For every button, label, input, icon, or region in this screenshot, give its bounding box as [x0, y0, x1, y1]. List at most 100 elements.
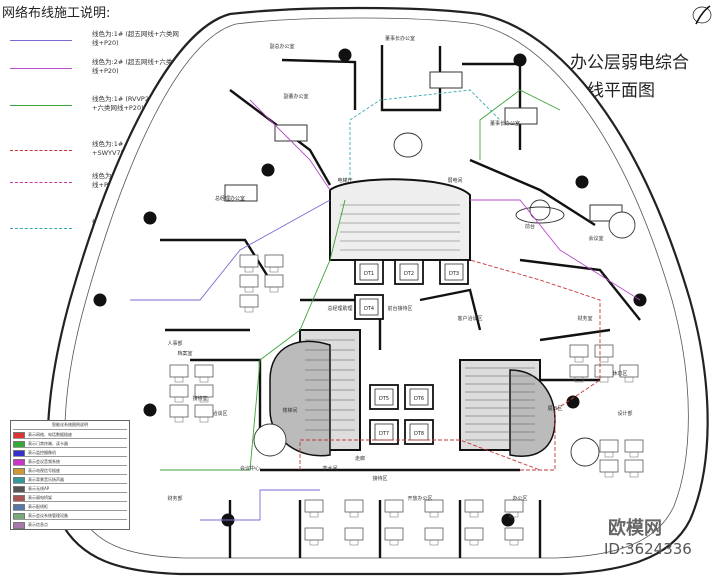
- desk: [239, 274, 259, 288]
- executive-desk: [504, 107, 538, 125]
- desk: [239, 294, 259, 308]
- room-label: 接待室: [192, 395, 207, 402]
- executive-desk: [429, 71, 463, 89]
- desk: [304, 499, 324, 513]
- note-text: 表示弱电桥架: [28, 495, 52, 500]
- desk: [504, 527, 524, 541]
- executive-desk: [224, 184, 258, 202]
- company-logo-icon: [692, 5, 712, 25]
- note-swatch: [13, 521, 25, 529]
- desk: [594, 364, 614, 378]
- chair: [199, 396, 209, 403]
- chair: [604, 451, 614, 458]
- chair: [469, 539, 479, 546]
- room-label: 休息区: [612, 370, 627, 377]
- chair: [599, 376, 609, 383]
- elevator-label: DT1: [364, 271, 374, 277]
- chair: [574, 376, 584, 383]
- desk: [599, 439, 619, 453]
- elevator-car: [359, 298, 379, 316]
- drawing-title-line1: 办公层弱电综合: [570, 53, 689, 73]
- core-upper: [329, 178, 471, 261]
- elevator-car: [409, 423, 429, 441]
- wiring-run: [200, 489, 320, 521]
- note-box-title: 智能化系统图例说明: [52, 422, 88, 427]
- desk: [169, 404, 189, 418]
- desk: [464, 527, 484, 541]
- interior-wall: [519, 258, 641, 321]
- legend-line-swatch: [10, 228, 72, 229]
- round-table: [529, 199, 551, 221]
- chair: [269, 286, 279, 293]
- chair: [309, 539, 319, 546]
- room-label: 前台接待区: [387, 305, 412, 312]
- note-text: 表示会议音频系统: [28, 459, 60, 464]
- chair: [509, 539, 519, 546]
- room-label: 总经理办公室: [215, 195, 245, 202]
- chair: [429, 511, 439, 518]
- interior-wall: [229, 89, 332, 186]
- interior-wall: [469, 158, 596, 227]
- desk: [599, 459, 619, 473]
- chair: [309, 511, 319, 518]
- note-text: 表示电视信号插座: [28, 468, 60, 473]
- elevator-label: DT3: [449, 271, 459, 277]
- legend-line-swatch: [10, 68, 72, 69]
- structural-column: [93, 293, 107, 307]
- legend-line-swatch: [10, 40, 72, 41]
- desk: [424, 527, 444, 541]
- room-label: 会议室: [588, 235, 603, 242]
- elevator-label: DT6: [414, 396, 424, 402]
- room-label: 电梯厅: [337, 177, 352, 184]
- room-label: 副董办公室: [283, 93, 308, 100]
- room-label: 开放办公区: [407, 495, 432, 502]
- room-label: 茶水间: [322, 465, 337, 472]
- room-label: 财务室: [577, 315, 592, 322]
- desk: [344, 499, 364, 513]
- elevator-car: [444, 263, 464, 281]
- executive-desk: [274, 124, 308, 142]
- chair: [509, 511, 519, 518]
- desk: [624, 459, 644, 473]
- room-label: 洽谈区: [212, 410, 227, 417]
- desk: [624, 439, 644, 453]
- chair: [269, 266, 279, 273]
- round-table: [608, 211, 636, 239]
- chair: [389, 539, 399, 546]
- note-text: 表示背景音乐扬声器: [28, 477, 64, 482]
- room-label: 总经理助理: [327, 305, 352, 312]
- elevator-label: DT5: [379, 396, 389, 402]
- room-label: 人事部: [167, 340, 182, 347]
- watermark-id: ID:3624336: [604, 540, 692, 558]
- building-inner-outline: [64, 17, 689, 559]
- wiring-run: [249, 99, 331, 191]
- desk: [264, 254, 284, 268]
- chair: [624, 376, 634, 383]
- elevator-car: [409, 388, 429, 406]
- round-table: [570, 437, 600, 467]
- chair: [174, 376, 184, 383]
- wiring-run: [349, 89, 501, 180]
- interior-wall: [281, 58, 357, 110]
- chair: [574, 356, 584, 363]
- structural-column: [501, 513, 515, 527]
- chair: [389, 511, 399, 518]
- note-text: 表示无线AP: [28, 486, 50, 491]
- structural-column: [261, 163, 275, 177]
- note-text: 表示网络、电话数据插座: [28, 432, 72, 437]
- room-label: 楼梯间: [282, 407, 297, 414]
- elevator-car: [399, 263, 419, 281]
- desk: [569, 364, 589, 378]
- watermark-brand: 欧模网: [608, 518, 662, 539]
- chair: [349, 511, 359, 518]
- chair: [199, 376, 209, 383]
- desk: [569, 344, 589, 358]
- legend-item: 线色为:1# (RVVP2*1.0mm² +六类网线+P20): [10, 95, 180, 125]
- interior-wall: [160, 238, 272, 281]
- elevator-label: DT2: [404, 271, 414, 277]
- legend-item: 线色为:1# (超五网线+六类网线+P20): [10, 30, 180, 60]
- wiring-run: [299, 439, 541, 471]
- room-label: 办公区: [512, 495, 527, 502]
